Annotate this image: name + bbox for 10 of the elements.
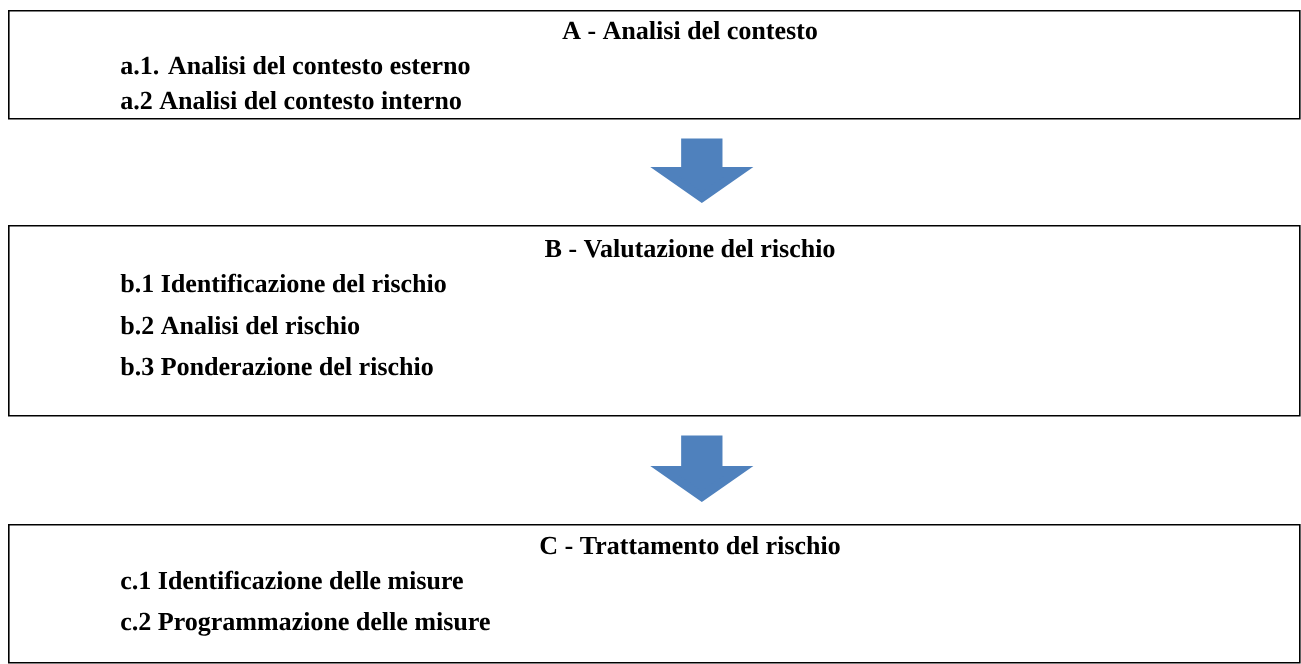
list-item: b.2 Analisi del rischio — [120, 316, 360, 335]
list-item: c.2 Programmazione delle misure — [121, 612, 490, 636]
box-heading: A - Analisi del contesto — [562, 21, 817, 40]
list-item: b.1 Identificazione del rischio — [120, 273, 446, 293]
box-heading: B - Valutazione del rischio — [545, 239, 835, 258]
box-heading: C - Trattamento del rischio — [540, 536, 840, 555]
list-item: b.3 Ponderazione del rischio — [120, 357, 433, 376]
list-item: a.1. Analisi del contesto esterno — [121, 56, 470, 75]
list-item: a.2 Analisi del contesto interno — [121, 91, 461, 110]
list-item: c.1 Identificazione delle misure — [121, 570, 463, 590]
